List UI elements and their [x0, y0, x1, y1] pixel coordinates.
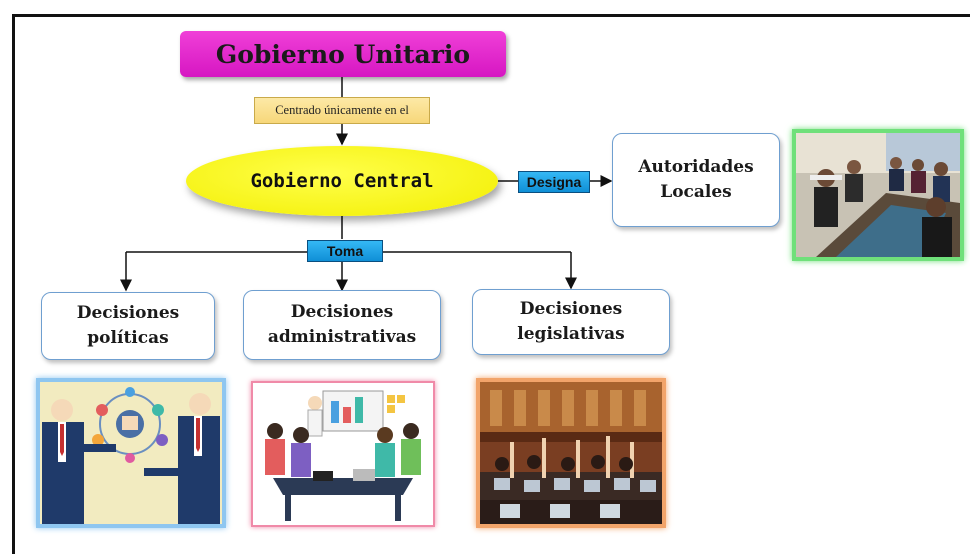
designa-tag: Designa: [518, 171, 590, 193]
decisiones-administrativas-node: Decisiones administrativas: [243, 290, 441, 360]
legislativas-line2: legislativas: [517, 324, 625, 344]
legislativas-line1: Decisiones: [519, 299, 623, 320]
gobierno-central-node: Gobierno Central: [186, 146, 498, 216]
diagram-frame: [12, 14, 970, 554]
administrativas-illustration: [251, 381, 435, 527]
autoridades-line1: Autoridades: [638, 157, 754, 178]
politicas-illustration: [36, 378, 226, 528]
autoridades-meeting-photo: [792, 129, 964, 261]
gobierno-unitario-title: Gobierno Unitario: [180, 31, 506, 77]
politicas-line2: políticas: [87, 328, 169, 348]
autoridades-line2: Locales: [660, 182, 732, 202]
decisiones-legislativas-node: Decisiones legislativas: [472, 289, 670, 355]
administrativas-line1: Decisiones: [290, 302, 394, 323]
decisiones-politicas-node: Decisiones políticas: [41, 292, 215, 360]
administrativas-line2: administrativas: [267, 327, 417, 347]
legislativas-assembly-photo: [476, 378, 666, 528]
toma-tag: Toma: [307, 240, 383, 262]
politicas-line1: Decisiones: [76, 303, 180, 324]
centrado-label: Centrado únicamente en el: [254, 97, 430, 124]
